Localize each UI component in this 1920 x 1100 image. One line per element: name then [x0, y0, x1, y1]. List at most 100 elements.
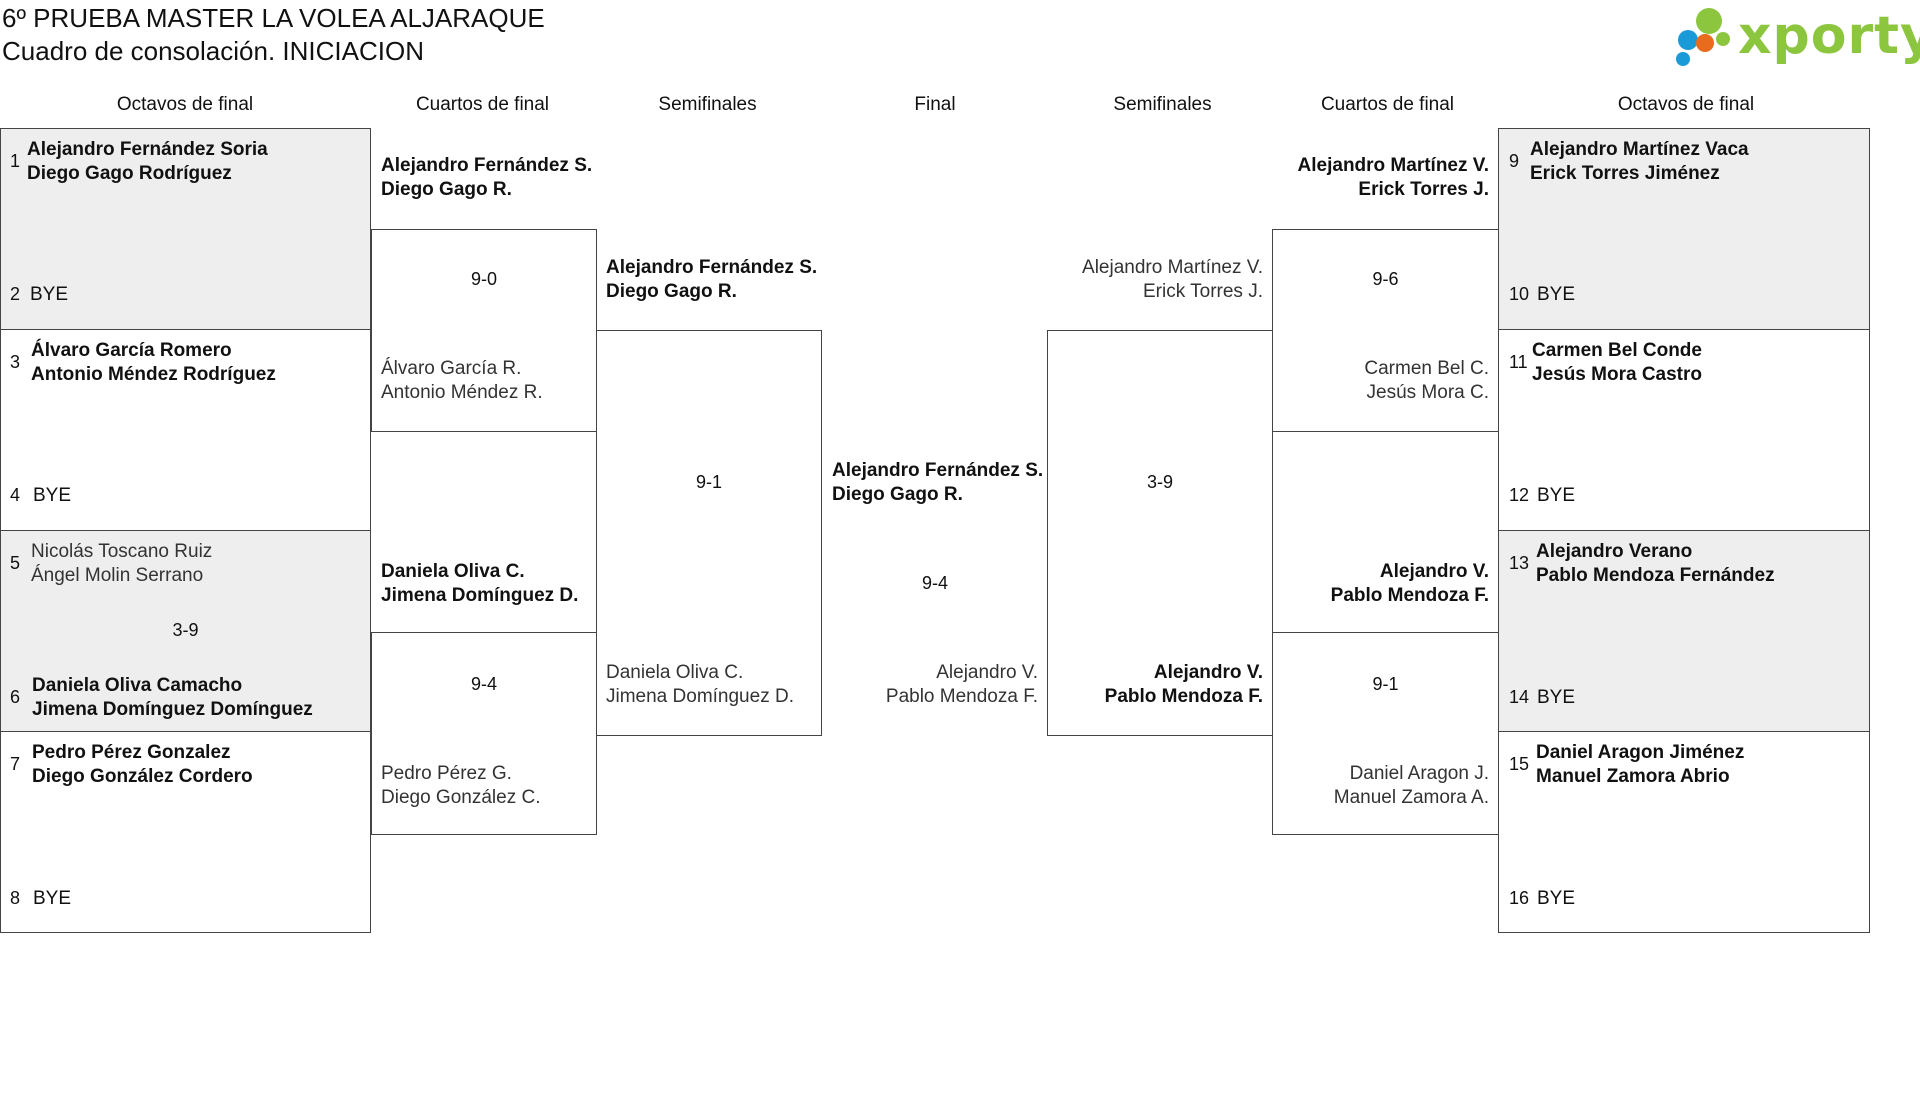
bye-label: BYE	[33, 888, 72, 909]
bye-label: BYE	[30, 284, 69, 305]
draw-subtitle: Cuadro de consolación. INICIACION	[2, 36, 424, 66]
pair-player-2: Erick Torres Jiménez	[1530, 163, 1720, 184]
right-r16-match-4	[1498, 731, 1870, 933]
seed-number: 5	[10, 553, 21, 573]
final-winner-player-2: Diego Gago R.	[832, 484, 963, 505]
logo-dot-blue-small	[1676, 52, 1690, 66]
seed-number: 3	[10, 352, 21, 372]
sf-player-1: Alejandro Fernández S.	[606, 257, 818, 278]
bye-label: BYE	[1537, 485, 1576, 506]
seed-number: 16	[1509, 888, 1530, 908]
pair-player-2: Diego Gago Rodríguez	[27, 163, 232, 184]
qf-player-2: Erick Torres J.	[1358, 179, 1489, 200]
tournament-title: 6º PRUEBA MASTER LA VOLEA ALJARAQUE	[2, 3, 545, 33]
pair-player-1: Alejandro Fernández Soria	[27, 139, 268, 160]
seed-number: 14	[1509, 687, 1530, 707]
seed-number: 2	[10, 284, 21, 304]
pair-player-2: Diego González Cordero	[32, 766, 253, 787]
pair-player-1: Carmen Bel Conde	[1532, 340, 1702, 361]
qf-player-2: Diego Gago R.	[381, 179, 512, 200]
left-sf-match	[596, 330, 822, 736]
seed-number: 1	[10, 151, 21, 171]
pair-player-2: Jesús Mora Castro	[1532, 364, 1703, 385]
qf-player-1: Daniela Oliva C.	[381, 561, 525, 582]
seed-number: 9	[1509, 151, 1520, 171]
qf-player-2: Diego González C.	[381, 787, 541, 808]
match-score: 9-1	[1372, 674, 1399, 694]
match-score: 9-6	[1372, 269, 1399, 289]
seed-number: 12	[1509, 485, 1530, 505]
pair-player-1: Nicolás Toscano Ruiz	[31, 541, 213, 562]
pair-player-1: Daniela Oliva Camacho	[32, 675, 243, 696]
logo-dot-green	[1696, 8, 1722, 34]
sf-player-2: Pablo Mendoza F.	[1104, 686, 1263, 707]
sf-player-1: Alejandro Martínez V.	[1082, 257, 1263, 278]
match-score: 9-0	[470, 269, 497, 289]
qf-player-1: Alejandro Fernández S.	[381, 155, 593, 176]
final-score: 9-4	[921, 573, 948, 593]
logo-wordmark: xporty	[1738, 6, 1920, 66]
pair-player-2: Ángel Molin Serrano	[31, 565, 204, 586]
final-winner-player-1: Alejandro Fernández S.	[832, 460, 1044, 481]
seed-number: 10	[1509, 284, 1530, 304]
pair-player-1: Pedro Pérez Gonzalez	[32, 742, 231, 763]
qf-player-2: Antonio Méndez R.	[381, 382, 543, 403]
match-score: 3-9	[172, 620, 199, 640]
seed-number: 13	[1509, 553, 1530, 573]
bye-label: BYE	[1537, 284, 1576, 305]
seed-number: 8	[10, 888, 21, 908]
qf-player-1: Álvaro García R.	[381, 358, 522, 379]
final-runner-up-player-2: Pablo Mendoza F.	[885, 686, 1038, 707]
sf-player-1: Daniela Oliva C.	[606, 662, 744, 683]
column-header-right-qf: Cuartos de final	[1320, 94, 1455, 115]
qf-player-1: Daniel Aragon J.	[1349, 763, 1489, 784]
left-r16-match-3	[0, 530, 371, 732]
bye-label: BYE	[33, 485, 72, 506]
pair-player-2: Manuel Zamora Abrio	[1536, 766, 1730, 787]
pair-player-1: Álvaro García Romero	[31, 340, 232, 361]
pair-player-2: Jimena Domínguez Domínguez	[32, 699, 313, 720]
match-score: 9-4	[470, 674, 497, 694]
qf-player-1: Pedro Pérez G.	[381, 763, 512, 784]
seed-number: 7	[10, 754, 21, 774]
seed-number: 4	[10, 485, 21, 505]
sf-player-2: Erick Torres J.	[1142, 281, 1263, 302]
pair-player-1: Daniel Aragon Jiménez	[1536, 742, 1745, 763]
right-r16-match-1	[1498, 128, 1870, 330]
seed-number: 11	[1509, 352, 1528, 372]
pair-player-1: Alejandro Martínez Vaca	[1530, 139, 1749, 160]
right-sf-match	[1047, 330, 1273, 736]
left-r16-match-4	[0, 731, 371, 933]
logo-dot-orange	[1696, 34, 1714, 52]
bye-label: BYE	[1537, 687, 1576, 708]
column-header-left-qf: Cuartos de final	[415, 94, 550, 115]
column-header-left-r16: Octavos de final	[116, 94, 254, 115]
bye-label: BYE	[1537, 888, 1576, 909]
qf-player-2: Manuel Zamora A.	[1333, 787, 1489, 808]
column-header-right-r16: Octavos de final	[1617, 94, 1755, 115]
qf-player-2: Pablo Mendoza F.	[1330, 585, 1489, 606]
logo-dot-blue	[1678, 30, 1698, 50]
qf-player-2: Jesús Mora C.	[1366, 382, 1489, 403]
qf-player-1: Alejandro Martínez V.	[1297, 155, 1489, 176]
qf-player-1: Carmen Bel C.	[1364, 358, 1489, 379]
sf-player-2: Diego Gago R.	[606, 281, 737, 302]
xporty-logo: xporty	[1672, 4, 1920, 70]
sf-player-2: Jimena Domínguez D.	[606, 686, 794, 707]
qf-player-1: Alejandro V.	[1379, 561, 1489, 582]
match-score: 3-9	[1146, 472, 1173, 492]
pair-player-2: Antonio Méndez Rodríguez	[31, 364, 276, 385]
final-runner-up-player-1: Alejandro V.	[936, 662, 1038, 683]
pair-player-1: Alejandro Verano	[1536, 541, 1693, 562]
column-header-final: Final	[914, 94, 956, 115]
column-header-left-sf: Semifinales	[658, 94, 757, 115]
qf-player-2: Jimena Domínguez D.	[381, 585, 579, 606]
left-r16-match-1	[0, 128, 371, 330]
logo-dot-green-small	[1716, 32, 1730, 46]
match-score: 9-1	[695, 472, 722, 492]
seed-number: 6	[10, 687, 21, 707]
column-header-right-sf: Semifinales	[1113, 94, 1212, 115]
sf-player-1: Alejandro V.	[1153, 662, 1263, 683]
seed-number: 15	[1509, 754, 1530, 774]
pair-player-2: Pablo Mendoza Fernández	[1536, 565, 1775, 586]
